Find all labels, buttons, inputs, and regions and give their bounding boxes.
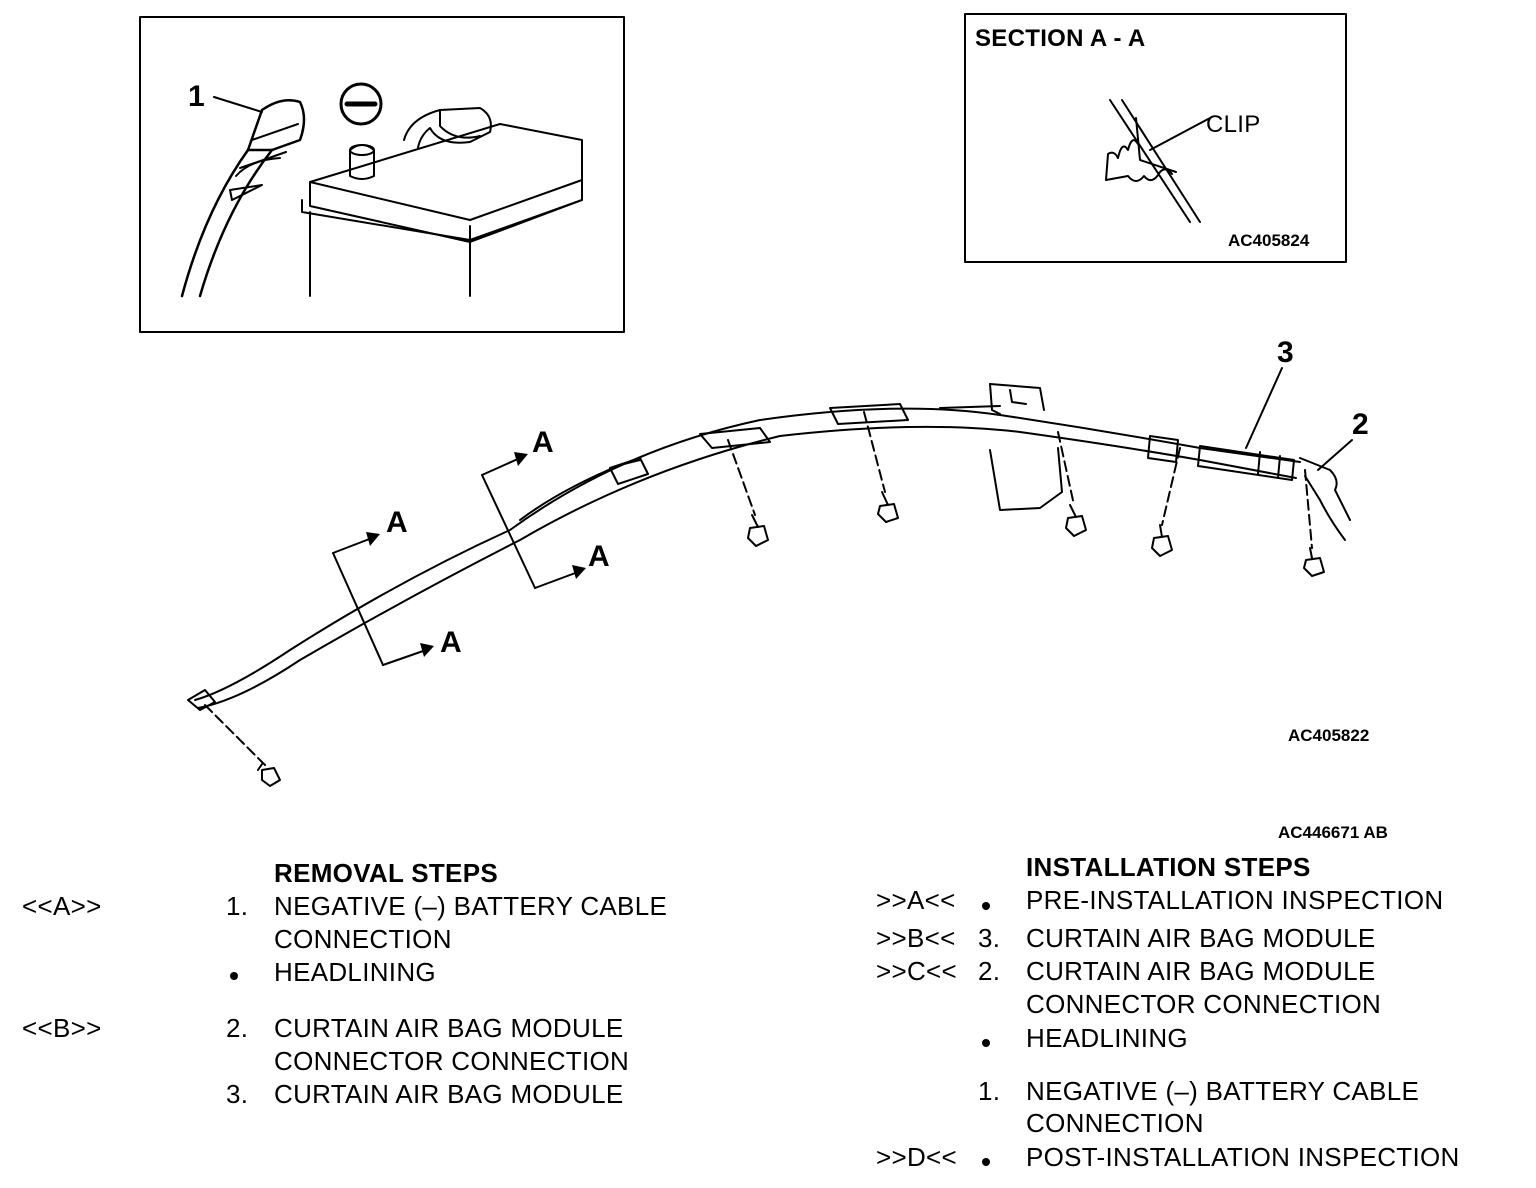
removal-step-line: NEGATIVE (–) BATTERY CABLE: [274, 891, 668, 921]
callout-connector: 2: [1352, 408, 1369, 441]
section-title: SECTION A - A: [975, 25, 1146, 52]
bolt-heads: [257, 491, 1325, 787]
installation-step-line: CONNECTOR CONNECTION: [1026, 989, 1382, 1019]
section-marker: A: [386, 506, 408, 539]
section-arrow-heads: [366, 452, 586, 657]
section-marker: A: [588, 540, 610, 573]
installation-heading: INSTALLATION STEPS: [1026, 852, 1311, 882]
installation-step-line: POST-INSTALLATION INSPECTION: [1026, 1142, 1460, 1172]
installation-step-line: PRE-INSTALLATION INSPECTION: [1026, 885, 1444, 915]
removal-step-line: CONNECTION: [274, 924, 452, 954]
callout-leader-3: [1245, 367, 1283, 449]
removal-step-num: 2.: [226, 1013, 249, 1043]
bullet-icon: [230, 972, 238, 980]
battery-inset-frame: [139, 16, 625, 333]
installation-ref: >>D<<: [876, 1142, 958, 1172]
main-figure-code: AC405822: [1288, 726, 1370, 745]
clip-illustration: [1105, 99, 1211, 223]
section-marker: A: [440, 626, 462, 659]
installation-step-num: 1.: [978, 1076, 1001, 1106]
removal-step-num: 1.: [226, 891, 249, 921]
removal-ref: <<A>>: [22, 891, 102, 921]
callout-module: 3: [1277, 336, 1294, 369]
installation-ref: >>A<<: [876, 885, 956, 915]
removal-heading: REMOVAL STEPS: [274, 858, 498, 888]
section-marker: A: [532, 426, 554, 459]
clip-label: CLIP: [1206, 111, 1261, 138]
removal-step-line: CURTAIN AIR BAG MODULE: [274, 1013, 624, 1043]
curtain-air-bag-module: [187, 383, 1351, 711]
section-inset-frame: [964, 13, 1347, 263]
installation-ref: >>B<<: [876, 923, 956, 953]
bolts: [204, 411, 1313, 769]
installation-step-line: NEGATIVE (–) BATTERY CABLE: [1026, 1076, 1420, 1106]
installation-step-line: CONNECTION: [1026, 1108, 1204, 1138]
removal-step-line: HEADLINING: [274, 957, 436, 987]
removal-step-line: CONNECTOR CONNECTION: [274, 1046, 630, 1076]
bullet-icon: [982, 1158, 990, 1166]
callout-leader-2: [1317, 439, 1353, 471]
installation-step-num: 2.: [978, 956, 1001, 986]
bullet-icon: [982, 902, 990, 910]
bullet-icon: [982, 1039, 990, 1047]
installation-step-line: CURTAIN AIR BAG MODULE: [1026, 956, 1376, 986]
installation-step-line: CURTAIN AIR BAG MODULE: [1026, 923, 1376, 953]
callout-battery-cable: 1: [188, 80, 205, 113]
installation-step-line: HEADLINING: [1026, 1023, 1188, 1053]
section-cut-lines: [332, 457, 579, 666]
overall-figure-code: AC446671 AB: [1278, 823, 1388, 842]
installation-ref: >>C<<: [876, 956, 958, 986]
installation-step-num: 3.: [978, 923, 1001, 953]
removal-ref: <<B>>: [22, 1013, 102, 1043]
removal-step-line: CURTAIN AIR BAG MODULE: [274, 1079, 624, 1109]
battery-illustration: [180, 82, 583, 298]
section-code: AC405824: [1228, 231, 1310, 250]
removal-step-num: 3.: [226, 1079, 249, 1109]
